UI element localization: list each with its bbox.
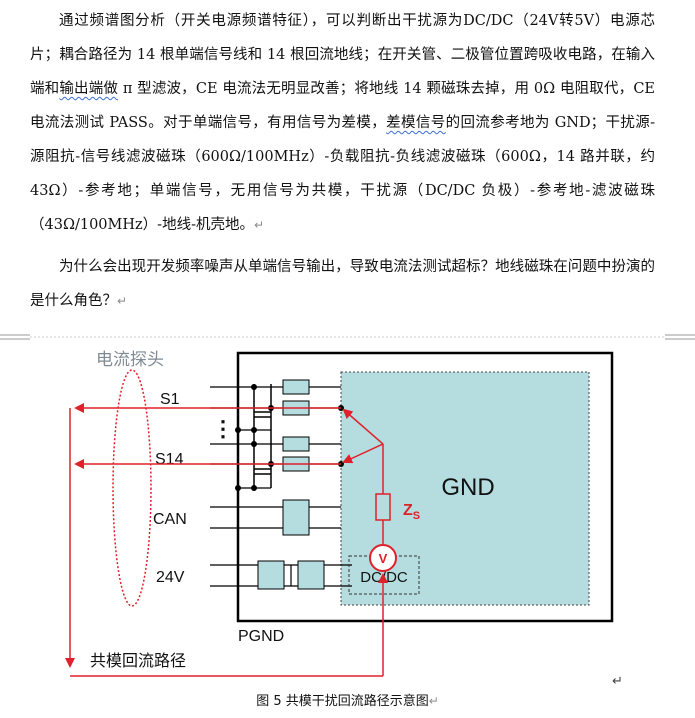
can-filter bbox=[282, 499, 310, 536]
paragraph-text: 为什么会出现开发频率噪声从单端信号输出，导致电流法测试超标？地线磁珠在问题中扮演… bbox=[30, 259, 655, 309]
paragraph-text: 通过频谱图分析（开关电源频谱特征），可以判断出干扰源为DC/DC（24V转5V）… bbox=[30, 13, 655, 97]
gnd-label: GND bbox=[441, 474, 494, 501]
grammar-underline: 差模信号 bbox=[386, 115, 446, 131]
signal-label-s14: S14 bbox=[155, 451, 184, 468]
pgnd-label: PGND bbox=[238, 628, 284, 645]
paragraph-mark: ↵ bbox=[612, 674, 623, 689]
noise-source bbox=[369, 544, 397, 572]
grammar-underline: 输出端做 bbox=[59, 81, 119, 97]
input-filter bbox=[297, 560, 325, 590]
current-probe-ellipse bbox=[112, 369, 152, 607]
document-body: 通过频谱图分析（开关电源频谱特征），可以判断出干扰源为DC/DC（24V转5V）… bbox=[30, 4, 655, 318]
signal-label-can: CAN bbox=[153, 511, 187, 528]
paragraph-analysis: 通过频谱图分析（开关电源频谱特征），可以判断出干扰源为DC/DC（24V转5V）… bbox=[30, 4, 655, 242]
input-filter bbox=[257, 560, 285, 590]
page-break-marker bbox=[0, 334, 695, 340]
return-path-label: 共模回流路径 bbox=[90, 652, 186, 670]
paragraph-text: 的回流参考地为 GND；干扰源-源阻抗-信号线滤波磁珠（600Ω/100MHz）… bbox=[30, 115, 655, 233]
ferrite-bead bbox=[282, 379, 310, 395]
zs-label: ZS bbox=[403, 502, 420, 522]
signal-label-24v: 24V bbox=[156, 569, 185, 586]
common-mode-diagram: 电流探头 GND S1 ⋮ S14 CAN 24V DC/DC bbox=[65, 350, 614, 677]
voltage-source-label: V bbox=[379, 551, 388, 566]
ellipsis-dots: ⋮ bbox=[212, 416, 234, 441]
ferrite-bead bbox=[282, 436, 310, 452]
probe-label: 电流探头 bbox=[96, 350, 164, 369]
paragraph-text: π 型滤波，CE 电流法无明显改善；将地线 14 颗磁珠去掉，用 0Ω 电阻取代… bbox=[30, 81, 656, 131]
paragraph-question: 为什么会出现开发频率噪声从单端信号输出，导致电流法测试超标？地线磁珠在问题中扮演… bbox=[30, 250, 655, 318]
paragraph-mark: ↵ bbox=[253, 218, 265, 232]
figure-caption: 图 5 共模干扰回流路径示意图↵ bbox=[256, 694, 439, 709]
paragraph-mark: ↵ bbox=[117, 294, 128, 308]
signal-label-s1: S1 bbox=[160, 391, 180, 408]
